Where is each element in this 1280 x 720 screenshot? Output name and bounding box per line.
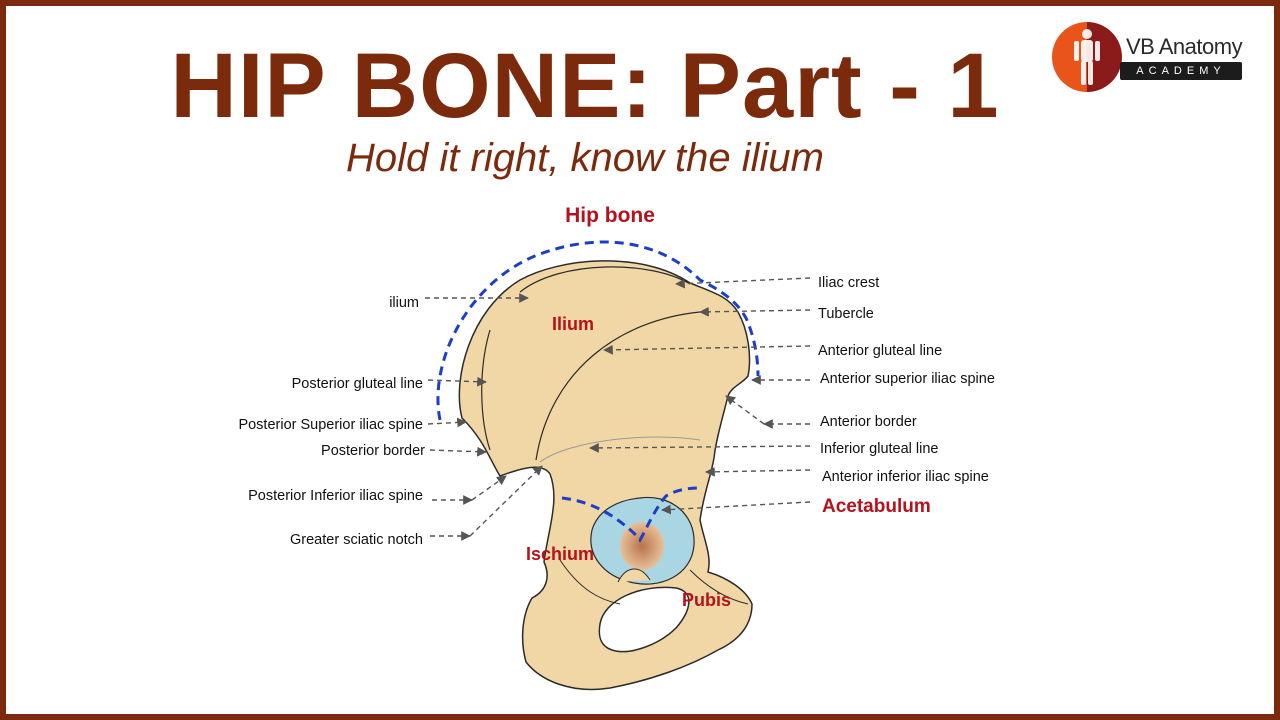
region-ilium: Ilium	[552, 314, 594, 334]
label-iliac-crest: Iliac crest	[818, 275, 879, 291]
label-acetabulum: Acetabulum	[822, 496, 931, 517]
label-posterior-gluteal-line: Posterior gluteal line	[292, 376, 423, 392]
label-asis: Anterior superior iliac spine	[820, 371, 995, 387]
label-greater-sciatic-notch: Greater sciatic notch	[290, 532, 423, 548]
region-ischium: Ischium	[526, 544, 594, 564]
region-pubis: Pubis	[682, 590, 731, 610]
label-piis: Posterior Inferior iliac spine	[248, 488, 423, 504]
label-tubercle: Tubercle	[818, 306, 874, 322]
label-anterior-gluteal-line: Anterior gluteal line	[818, 343, 942, 359]
label-anterior-border: Anterior border	[820, 414, 917, 430]
label-ilium: ilium	[389, 295, 419, 311]
label-posterior-border: Posterior border	[321, 443, 425, 459]
hip-bone-heading: Hip bone	[565, 204, 655, 227]
label-aiis: Anterior inferior iliac spine	[822, 469, 989, 485]
label-psis: Posterior Superior iliac spine	[238, 417, 423, 433]
label-inferior-gluteal-line: Inferior gluteal line	[820, 441, 939, 457]
acetabular-fossa	[620, 522, 664, 570]
